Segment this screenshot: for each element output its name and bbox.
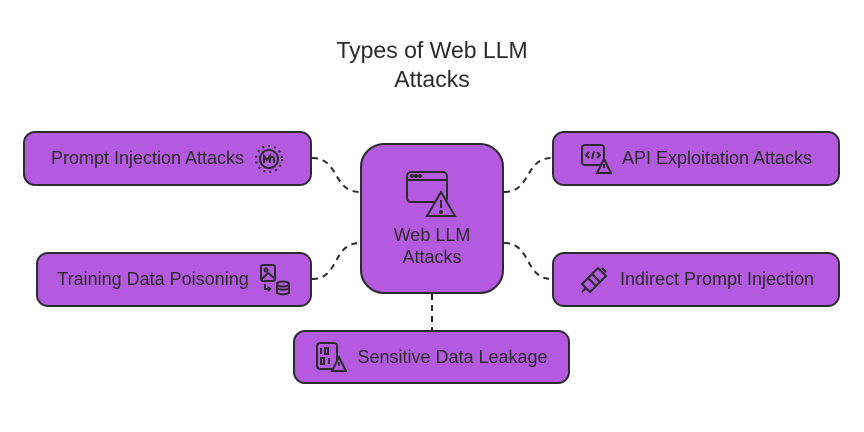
browser-warning-icon bbox=[405, 170, 459, 218]
connector-api bbox=[503, 157, 553, 193]
virus-icon bbox=[254, 144, 284, 174]
connector-training-data bbox=[311, 242, 361, 280]
node-label: API Exploitation Attacks bbox=[621, 148, 813, 168]
node-training-data-poisoning[interactable]: Training Data Poisoning bbox=[36, 252, 312, 307]
center-label-2: Attacks bbox=[402, 246, 462, 267]
node-prompt-injection[interactable]: Prompt Injection Attacks bbox=[23, 131, 312, 186]
node-sensitive-data-leakage[interactable]: Sensitive Data Leakage bbox=[293, 330, 570, 384]
node-label: Training Data Poisoning bbox=[57, 269, 249, 289]
center-label-1: Web LLM bbox=[393, 224, 471, 245]
code-warning-icon bbox=[580, 143, 612, 175]
title-line-1: Types of Web LLM bbox=[336, 37, 528, 63]
node-indirect-prompt-injection[interactable]: Indirect Prompt Injection bbox=[552, 252, 840, 307]
connector-prompt-injection bbox=[311, 157, 361, 193]
image-to-database-icon bbox=[259, 263, 291, 297]
binary-file-warning-icon bbox=[315, 341, 348, 373]
node-label: Sensitive Data Leakage bbox=[357, 346, 548, 367]
pen-injection-icon bbox=[578, 264, 610, 296]
node-api-exploitation[interactable]: API Exploitation Attacks bbox=[552, 131, 840, 186]
node-label: Indirect Prompt Injection bbox=[619, 269, 815, 289]
diagram-title: Types of Web LLM Attacks bbox=[0, 36, 864, 94]
connector-indirect bbox=[503, 242, 553, 280]
title-line-2: Attacks bbox=[394, 66, 470, 92]
node-label: Prompt Injection Attacks bbox=[50, 148, 245, 168]
